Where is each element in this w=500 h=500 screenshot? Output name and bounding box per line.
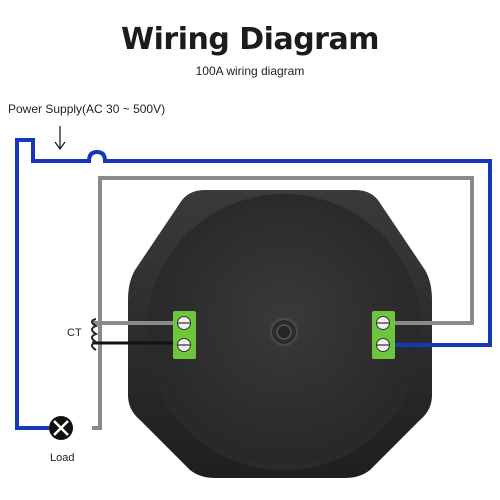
ct-label: CT <box>67 327 82 339</box>
neutral-wire <box>92 176 474 430</box>
lamp-cross-icon <box>49 416 73 440</box>
ct-coil <box>91 318 99 351</box>
down-arrow-icon <box>54 126 66 151</box>
left-terminal-block <box>173 311 196 359</box>
meter-body <box>128 190 432 478</box>
right-terminal-block <box>372 311 395 359</box>
diagram-title: Wiring Diagram <box>121 22 379 57</box>
power-supply-label: Power Supply(AC 30 ~ 500V) <box>8 102 166 116</box>
diagram-subtitle: 100A wiring diagram <box>195 64 305 78</box>
live-wire <box>15 138 492 430</box>
load-label: Load <box>50 452 75 464</box>
